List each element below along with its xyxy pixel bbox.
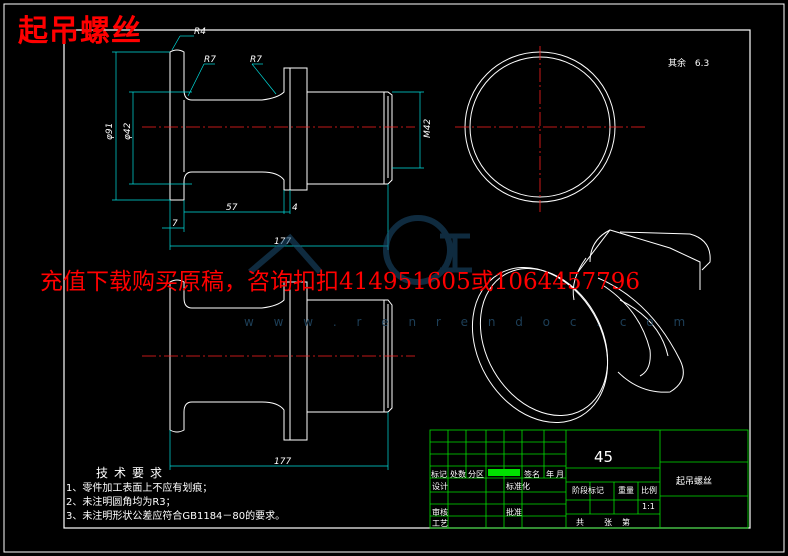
outer-frame [3,3,785,553]
isometric-view [471,229,711,423]
tb-standard: 标准化 [506,482,530,491]
tb-sheet-label: 张 [604,518,612,527]
roughness-value: 6.3 [694,59,710,69]
tech-heading: 技术要求 [96,466,169,480]
dim-phi42: φ42 [123,122,133,140]
end-view [455,46,648,212]
tb-label-5: 年 [546,470,554,479]
tb-review: 审核 [432,508,448,517]
tb-stage-label: 阶段标记 [572,486,604,495]
tb-design: 设计 [432,482,448,491]
dim-4: 4 [292,203,298,213]
title-block [429,429,749,529]
roughness-note: 其余 6.3 [668,56,709,69]
part-name: 起吊螺丝 [676,477,713,487]
technical-requirements: 技术要求 1、零件加工表面上不应有划痕； 2、未注明圆角均为R3； 3、未注明形… [66,466,285,524]
tech-item-1: 1、零件加工表面上不应有划痕； [66,483,213,494]
material: 45 [594,448,614,466]
dim-m42: M42 [423,119,433,138]
roughness-label: 其余 [668,59,687,69]
tech-item-3: 3、未注明形状公差应符合GB1184－80的要求。 [66,511,286,522]
dim-r4: R4 [194,27,206,37]
overlay-banner: 充值下载购买原稿，咨询扣扣414951605或1064457796 [40,269,641,295]
dimensions-bottom [169,412,389,470]
tb-label-1: 处数 [450,470,466,479]
tb-scale-label: 比例 [641,486,657,495]
tb-label-4: 签名 [524,470,540,479]
dim-177-bottom: 177 [274,457,291,467]
overlay-title: 起吊螺丝 [18,14,142,49]
tb-label-6: 月 [556,470,564,479]
tb-sheet-total: 共 [576,518,584,527]
watermark-url: w w w . r e n r e n d o c . c o m [244,315,694,329]
tb-weight-label: 重量 [618,486,634,495]
tb-label-2: 分区 [468,470,484,479]
title-block-highlight [488,469,520,476]
tb-label-0: 标记 [431,470,447,479]
dim-r7a: R7 [204,55,216,65]
dim-r7b: R7 [250,55,262,65]
dim-7: 7 [172,219,178,229]
side-view-bottom [169,279,393,441]
tb-process: 工艺 [432,519,448,528]
tb-approve: 批准 [506,508,522,517]
tb-sheet-n: 第 [622,518,630,527]
inner-frame [63,29,751,529]
dim-phi91: φ91 [105,123,115,140]
watermark-logo [248,215,472,285]
dim-57: 57 [226,203,238,213]
side-view-top [169,49,393,201]
tb-scale-value: 1:1 [642,502,655,511]
dimensions-top [112,35,424,250]
tech-item-2: 2、未注明圆角均为R3； [66,497,176,508]
